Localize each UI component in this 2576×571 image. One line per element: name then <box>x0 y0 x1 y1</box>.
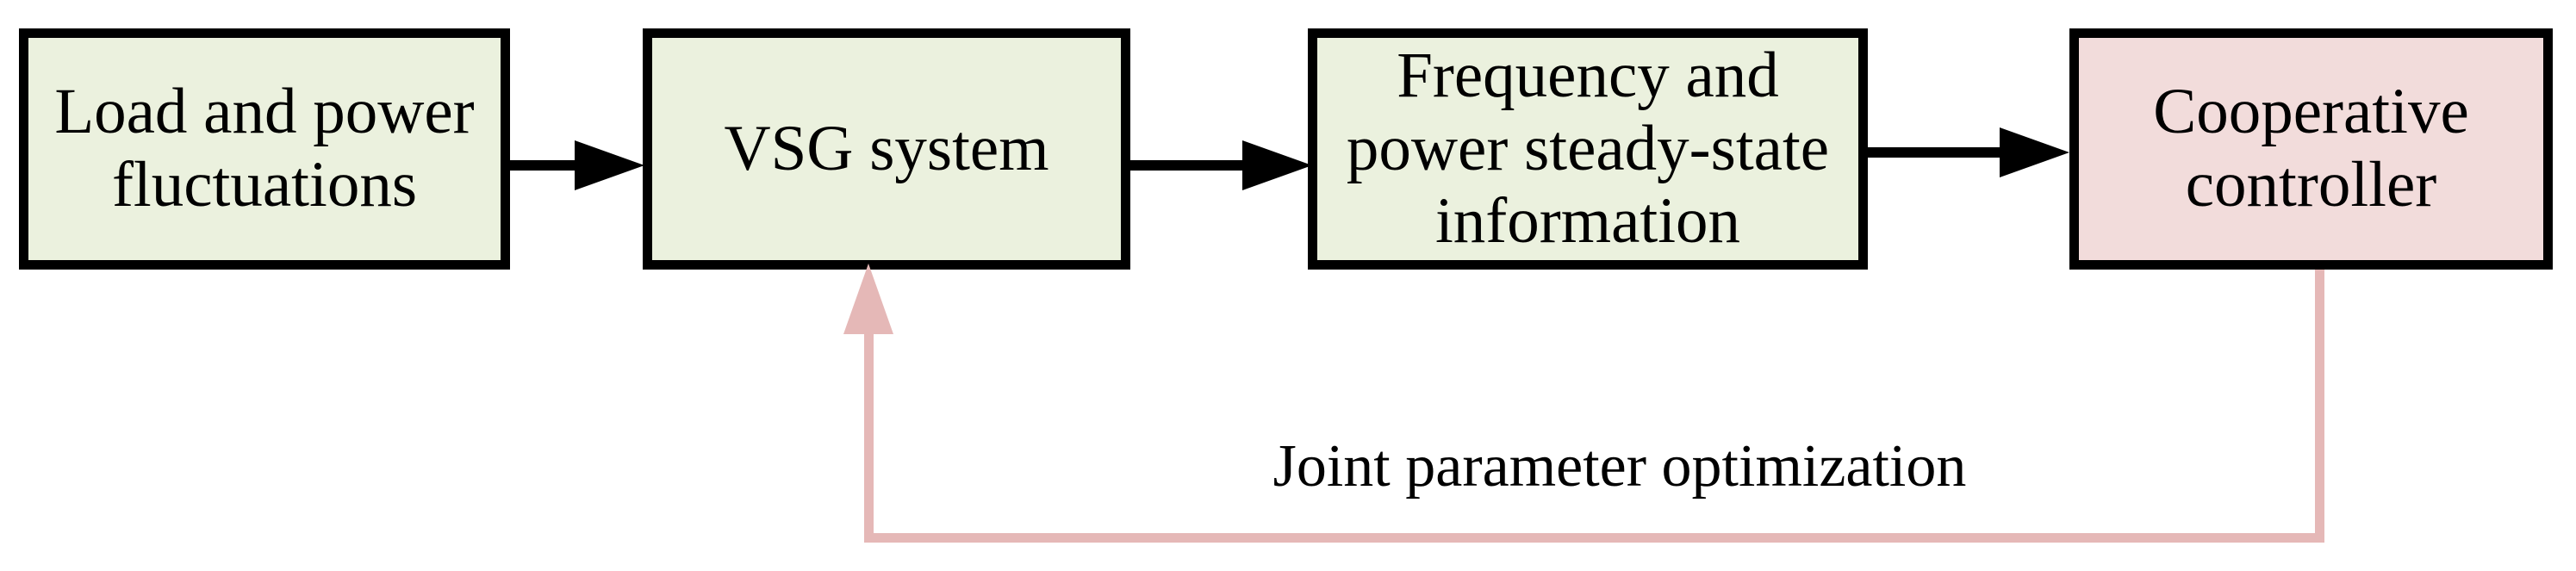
node-label: Frequency and power steady-state informa… <box>1346 39 1830 258</box>
arrow-load-to-vsg-head-icon <box>575 140 644 190</box>
node-load-power-fluctuations: Load and power fluctuations <box>19 28 510 270</box>
feedback-segment-up <box>864 327 874 543</box>
arrow-freq-to-coop-shaft <box>1868 147 2002 158</box>
node-label: Cooperative controller <box>2153 76 2469 220</box>
node-label: VSG system <box>724 112 1049 184</box>
arrow-freq-to-coop-head-icon <box>2000 127 2069 177</box>
node-label: Load and power fluctuations <box>54 76 475 220</box>
node-frequency-power-steady-state-information: Frequency and power steady-state informa… <box>1308 28 1868 270</box>
feedback-segment-across <box>864 533 2324 543</box>
arrow-vsg-to-freq-head-icon <box>1242 140 1312 190</box>
node-vsg-system: VSG system <box>643 28 1130 270</box>
feedback-edge-label: Joint parameter optimization <box>1272 433 1967 500</box>
arrow-vsg-to-freq-shaft <box>1130 160 1245 171</box>
feedback-segment-down <box>2315 270 2324 543</box>
arrow-load-to-vsg-shaft <box>507 160 579 171</box>
node-cooperative-controller: Cooperative controller <box>2069 28 2553 270</box>
feedback-arrow-head-icon <box>843 264 893 334</box>
